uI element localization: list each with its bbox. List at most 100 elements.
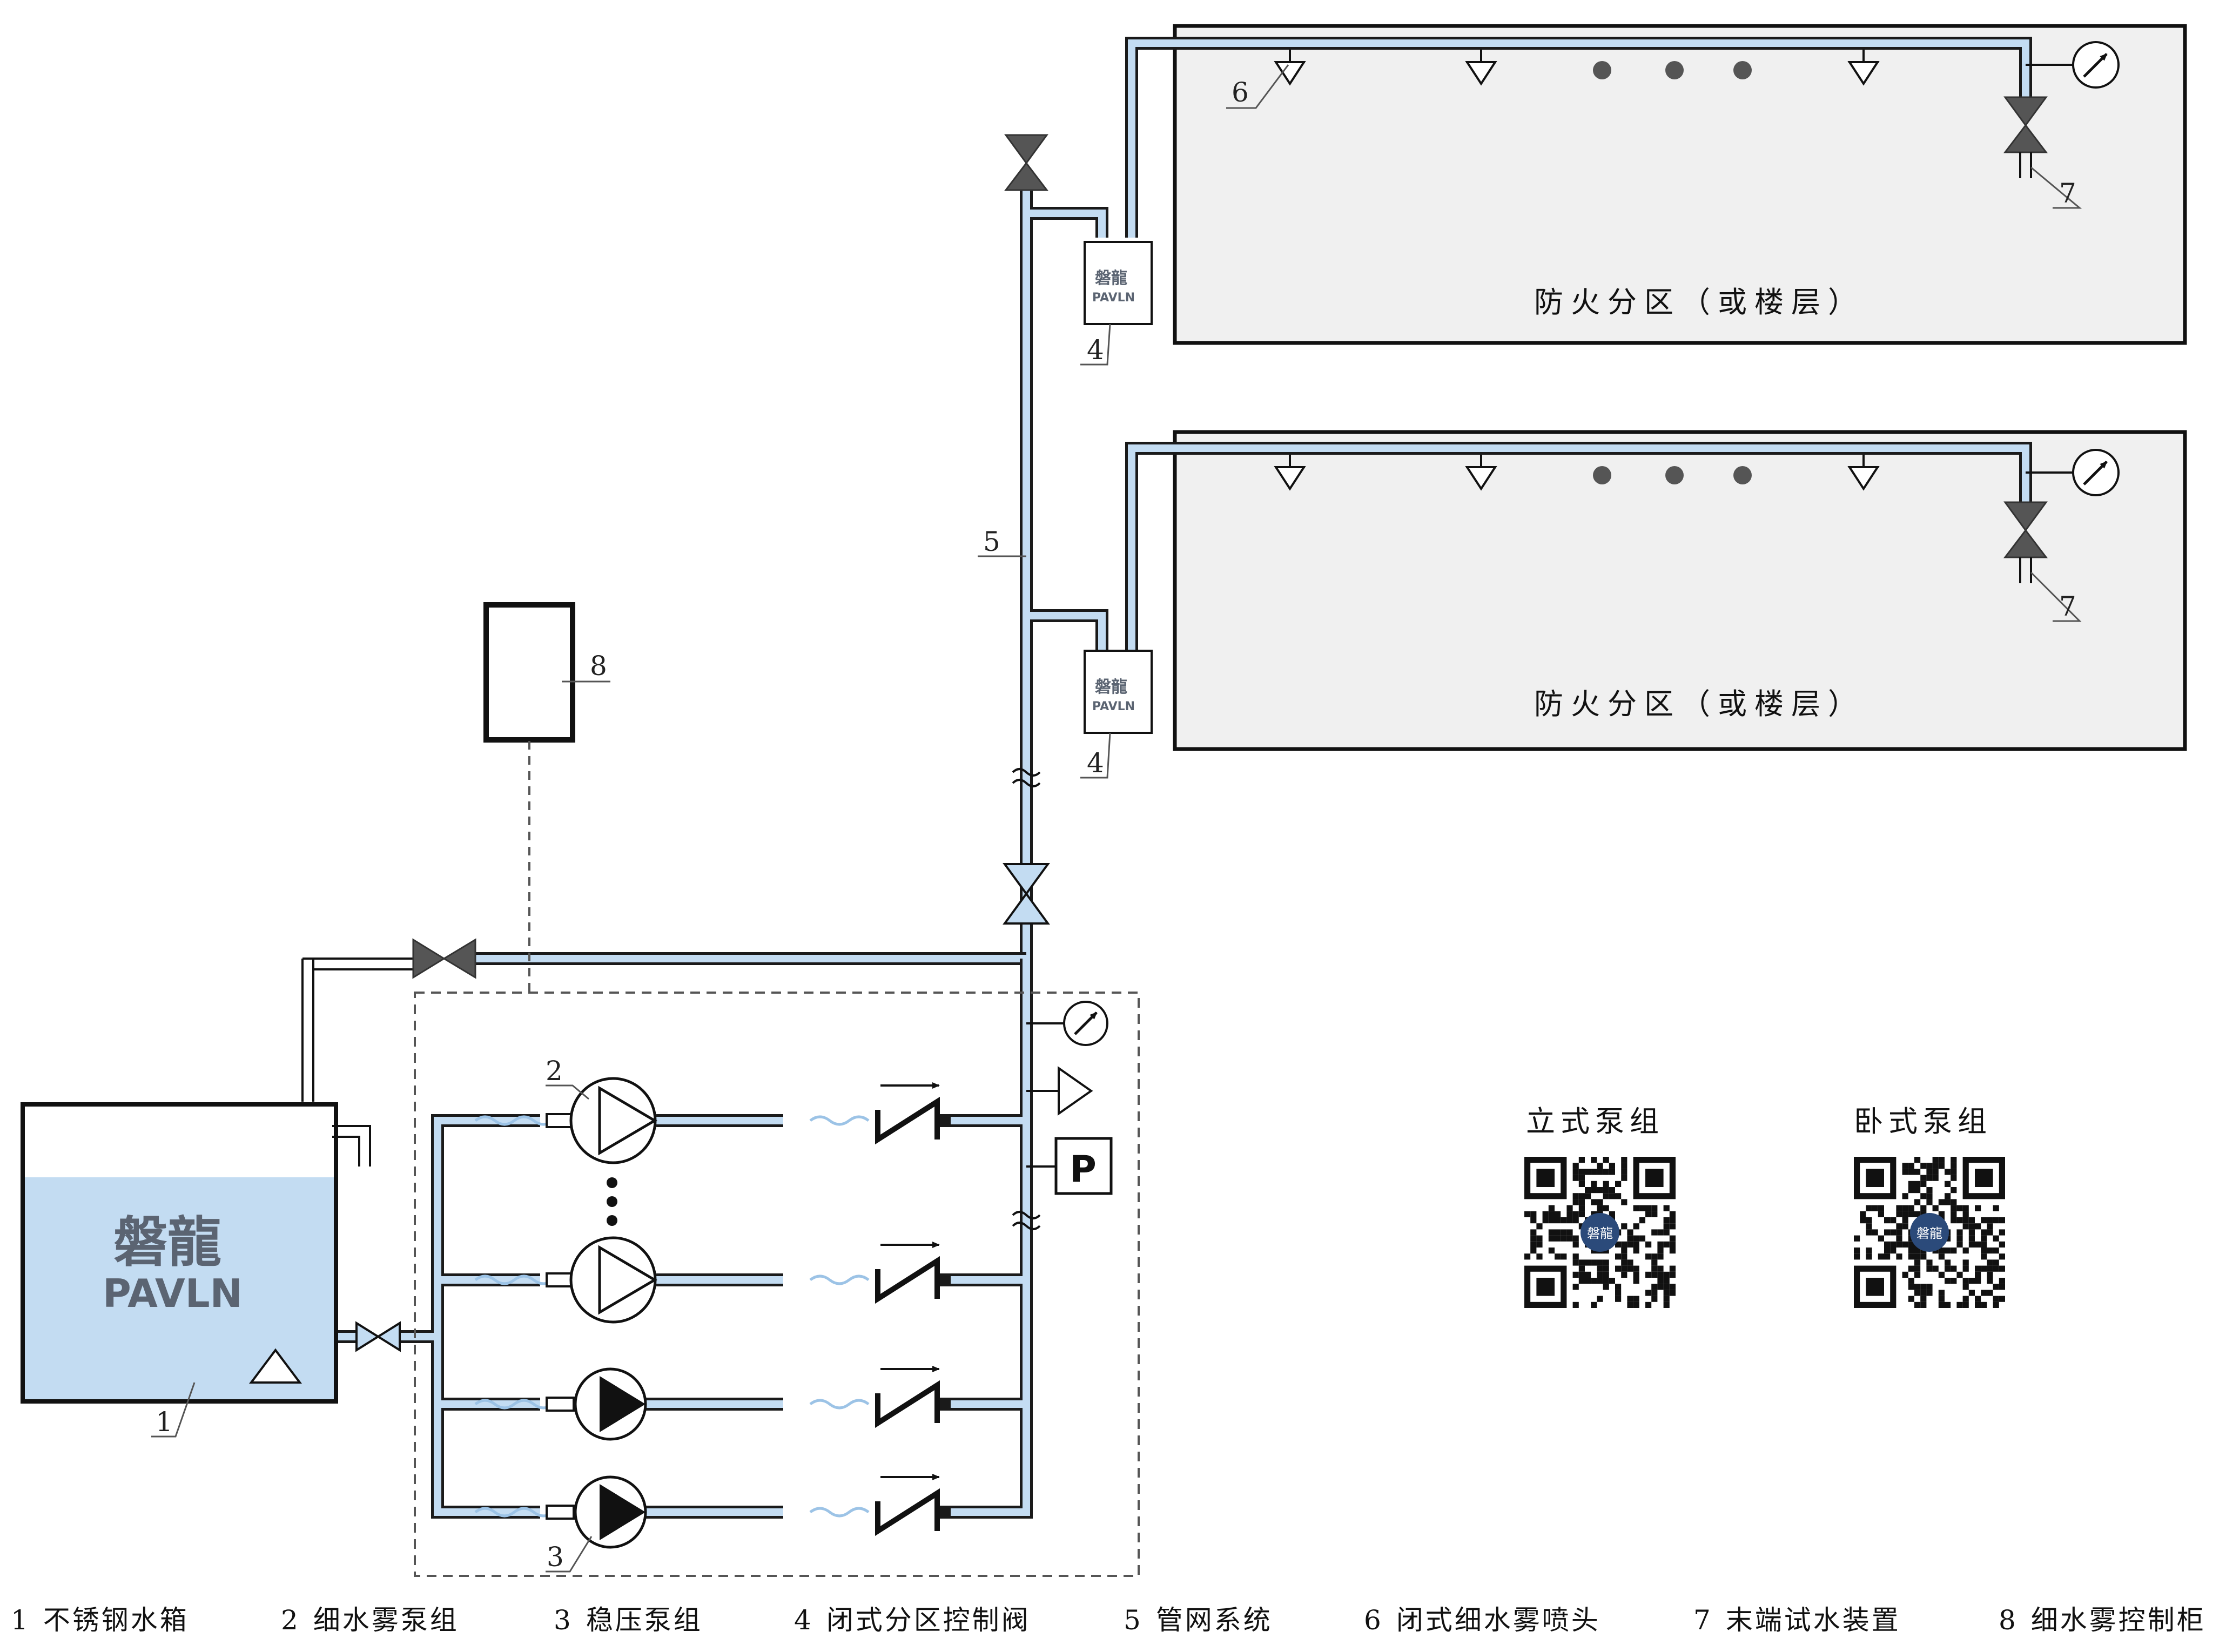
callout-3: 3	[547, 1541, 564, 1573]
callout-numbers: 1 2 3 4 4 5 6 7 7 8	[156, 77, 2076, 1573]
legend-num: 1	[11, 1604, 30, 1636]
callout-7b: 7	[2059, 591, 2076, 622]
callout-8: 8	[590, 650, 607, 682]
legend-num: 5	[1124, 1604, 1143, 1636]
callout-leaders	[151, 64, 2082, 1573]
legend-item-3: 3 稳压泵组	[554, 1599, 703, 1637]
valve-logo-cn: 磐龍	[1095, 269, 1127, 288]
legend-item-2: 2 细水雾泵组	[281, 1599, 459, 1637]
qr-vertical-pump[interactable]: 立式泵组 磐龍	[1524, 1104, 1676, 1308]
legend-num: 4	[794, 1604, 813, 1636]
legend-text: 细水雾泵组	[313, 1604, 459, 1636]
main-gate-valve-icon[interactable]	[412, 938, 476, 979]
jockey-pump-1[interactable]	[546, 1367, 647, 1441]
legend-text: 稳压泵组	[586, 1604, 703, 1636]
stainless-steel-water-tank: 磐龍 PAVLN	[21, 958, 416, 1404]
closed-mist-nozzle-icon	[1847, 50, 1880, 86]
qr-horizontal-title: 卧式泵组	[1854, 1104, 1992, 1138]
legend-num: 3	[554, 1604, 573, 1636]
ellipsis-dot	[1593, 61, 1611, 79]
ellipsis-dot	[1733, 466, 1752, 484]
legend-item-8: 8 细水雾控制柜	[1999, 1599, 2206, 1637]
callout-7a: 7	[2059, 178, 2076, 209]
fire-zone-1: 防火分区（或楼层）	[1173, 24, 2187, 345]
legend-text: 细水雾控制柜	[2030, 1604, 2206, 1636]
closed-mist-nozzle-icon	[1847, 455, 1880, 491]
mist-control-cabinet[interactable]	[483, 602, 575, 993]
fire-zone-2-label: 防火分区（或楼层）	[1534, 687, 1865, 721]
legend-text: 闭式分区控制阀	[826, 1604, 1031, 1636]
manifold-pressure-gauge[interactable]	[1026, 1001, 1108, 1046]
check-valve-icon	[875, 1474, 940, 1536]
legend-num: 2	[281, 1604, 300, 1636]
riser-top-valve[interactable]	[1004, 134, 1049, 191]
qr-center-text: 磐龍	[1916, 1226, 1942, 1241]
legend-num: 7	[1693, 1604, 1713, 1636]
legend-text: 末端试水装置	[1725, 1604, 1901, 1636]
safety-valve[interactable]	[1026, 1066, 1093, 1116]
qr-horizontal-pump[interactable]: 卧式泵组 磐龍	[1854, 1104, 2005, 1308]
callout-1: 1	[156, 1406, 173, 1438]
check-valves	[875, 1082, 940, 1536]
qr-vertical-title: 立式泵组	[1526, 1104, 1664, 1138]
jockey-pump-2[interactable]	[546, 1475, 647, 1549]
tank-logo-en: PAVLN	[103, 1271, 243, 1316]
qr-code-icon	[1524, 1157, 1676, 1308]
check-valve-icon	[875, 1366, 940, 1428]
legend-item-1: 1 不锈钢水箱	[11, 1599, 189, 1637]
check-valve-icon	[875, 1242, 940, 1304]
nozzles-zone-1	[1274, 50, 1880, 86]
ellipsis-dot	[1733, 61, 1752, 79]
callout-5: 5	[983, 526, 1000, 557]
pipe-break-marks	[1012, 768, 1041, 1230]
valve-logo-cn: 磐龍	[1095, 678, 1127, 697]
qr-center-logo	[1581, 1213, 1619, 1252]
qr-center-text: 磐龍	[1587, 1226, 1613, 1241]
check-valve-icon	[875, 1082, 940, 1145]
legend-text: 闭式细水雾喷头	[1396, 1604, 1600, 1636]
riser-signal-valve[interactable]	[1003, 863, 1050, 925]
legend-text: 不锈钢水箱	[43, 1604, 189, 1636]
closed-mist-nozzle-icon	[1465, 455, 1497, 491]
flexible-hoses	[474, 1115, 870, 1518]
zone-control-valve-2[interactable]: 磐龍 PAVLN	[1084, 650, 1153, 734]
end-test-device-2[interactable]	[2003, 449, 2120, 583]
tank-logo-cn: 磐龍	[113, 1211, 221, 1274]
ellipsis-dot	[1665, 61, 1684, 79]
valve-logo-en: PAVLN	[1092, 291, 1135, 305]
fire-zone-2: 防火分区（或楼层）	[1173, 430, 2187, 751]
relief-valve-icon	[1058, 1066, 1093, 1116]
callout-4b: 4	[1087, 747, 1104, 779]
legend-num: 8	[1999, 1604, 2018, 1636]
fire-zone-1-label: 防火分区（或楼层）	[1534, 285, 1865, 319]
legend: 1 不锈钢水箱 2 细水雾泵组 3 稳压泵组 4 闭式分区控制阀 5 管网系统 6 闭式细水…	[0, 1599, 2226, 1642]
legend-num: 6	[1364, 1604, 1383, 1636]
nozzles-zone-2	[1274, 455, 1880, 491]
pump-skid-boundary	[414, 992, 1140, 1577]
ellipsis-dot	[1593, 466, 1611, 484]
end-test-device-1[interactable]	[2003, 41, 2120, 178]
legend-item-4: 4 闭式分区控制阀	[794, 1599, 1031, 1637]
callout-2: 2	[546, 1055, 563, 1087]
mist-pump-2[interactable]	[546, 1236, 657, 1324]
callout-4a: 4	[1087, 334, 1104, 366]
pressure-switch-label: P	[1070, 1148, 1097, 1191]
pump-ellipsis	[607, 1177, 617, 1226]
qr-code-icon	[1854, 1157, 2005, 1308]
legend-text: 管网系统	[1155, 1604, 1273, 1636]
zone-control-valve-1[interactable]: 磐龍 PAVLN	[1084, 241, 1153, 325]
legend-item-5: 5 管网系统	[1124, 1599, 1273, 1637]
qr-center-logo	[1910, 1213, 1949, 1252]
pressure-switch[interactable]: P	[1026, 1137, 1113, 1195]
ellipsis-dot	[1665, 466, 1684, 484]
valve-logo-en: PAVLN	[1092, 700, 1135, 713]
tank-outlet-valve[interactable]	[355, 1321, 401, 1352]
closed-mist-nozzle-icon	[1274, 455, 1306, 491]
legend-item-7: 7 末端试水装置	[1693, 1599, 1901, 1637]
mist-pump-1[interactable]	[546, 1077, 657, 1164]
pipe-network	[269, 37, 2032, 1519]
closed-mist-nozzle-icon	[1465, 50, 1497, 86]
legend-item-6: 6 闭式细水雾喷头	[1364, 1599, 1600, 1637]
callout-6: 6	[1232, 77, 1249, 108]
